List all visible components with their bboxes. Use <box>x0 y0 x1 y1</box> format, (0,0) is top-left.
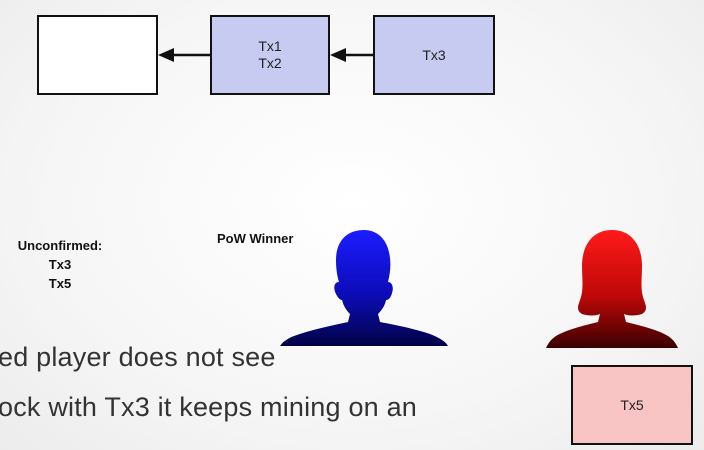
body-text-line: ock with Tx3 it keeps mining on an <box>0 392 418 422</box>
person-silhouette-male-icon <box>280 230 448 346</box>
block-line: Tx5 <box>620 396 644 413</box>
unconfirmed-list: Unconfirmed: Tx3 Tx5 <box>4 236 116 293</box>
block-tx5: Tx5 <box>571 365 693 445</box>
block-line: Tx3 <box>422 46 446 63</box>
block-line: Tx2 <box>258 55 282 71</box>
arrow-left-icon <box>158 48 210 62</box>
body-text-line: ed player does not see <box>0 342 276 372</box>
unconfirmed-item: Tx5 <box>48 276 72 291</box>
block-line: Tx1 <box>258 38 282 54</box>
pow-winner-label: PoW Winner <box>217 231 294 246</box>
person-silhouette-female-icon <box>546 230 678 348</box>
unconfirmed-title: Unconfirmed: <box>17 238 103 253</box>
block-empty <box>37 15 158 95</box>
unconfirmed-item: Tx3 <box>48 257 72 272</box>
block-tx1-tx2: Tx1 Tx2 <box>210 15 330 95</box>
block-tx3: Tx3 <box>373 15 495 95</box>
arrow-left-icon <box>330 48 373 62</box>
